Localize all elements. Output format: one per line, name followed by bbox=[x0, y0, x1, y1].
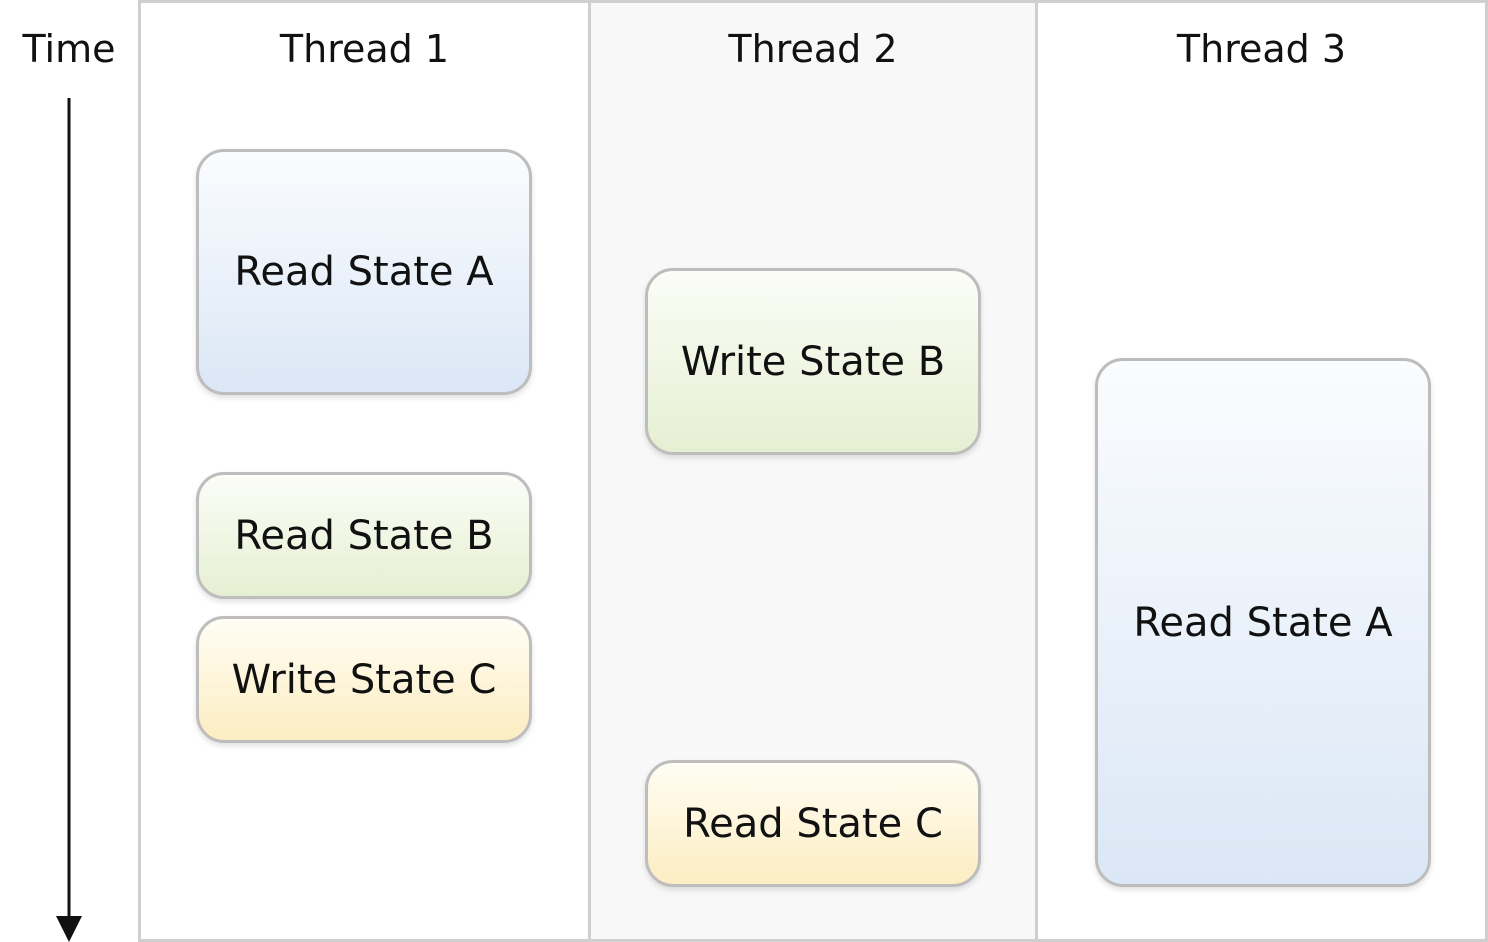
operation-box: Write State B bbox=[645, 268, 981, 455]
thread-title: Thread 2 bbox=[728, 27, 898, 71]
operation-box: Write State C bbox=[196, 616, 532, 743]
thread-lanes: Thread 1 Read State A Read State B Write… bbox=[138, 0, 1488, 942]
operation-box: Read State A bbox=[196, 149, 532, 395]
thread-lane-2: Thread 2 Write State B Read State C bbox=[591, 3, 1038, 939]
thread-title: Thread 1 bbox=[279, 27, 450, 71]
time-axis-label: Time bbox=[22, 27, 116, 71]
operation-label: Write State B bbox=[680, 338, 946, 385]
operation-label: Read State C bbox=[683, 800, 943, 847]
operation-label: Read State A bbox=[1133, 599, 1393, 646]
operation-label: Read State B bbox=[234, 512, 494, 559]
time-arrow-icon bbox=[56, 98, 82, 942]
operation-label: Read State A bbox=[234, 249, 494, 295]
thread-lane-3: Thread 3 Read State A bbox=[1038, 3, 1488, 939]
thread-title: Thread 3 bbox=[1176, 27, 1347, 71]
operation-box: Read State C bbox=[645, 760, 981, 887]
operation-box: Read State A bbox=[1095, 358, 1431, 887]
thread-lane-1: Thread 1 Read State A Read State B Write… bbox=[141, 3, 591, 939]
operation-label: Write State C bbox=[231, 656, 497, 703]
operation-box: Read State B bbox=[196, 472, 532, 599]
